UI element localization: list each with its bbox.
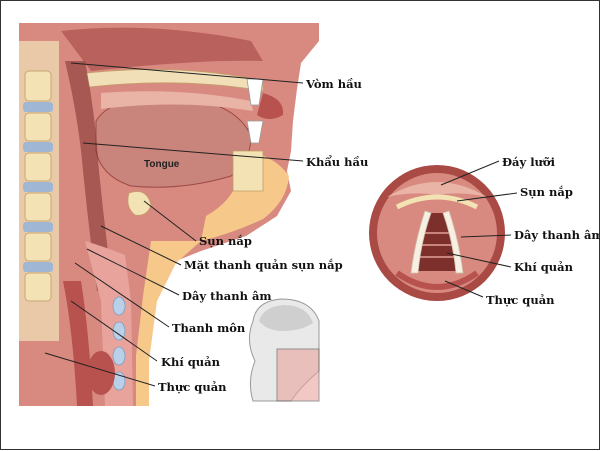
neck-fat [136,241,201,406]
label-larynx-epiglottis: Sụn nắp [520,185,573,199]
teeth [246,78,264,144]
thyroid [87,351,115,395]
vocal-cords-shape [410,210,464,274]
larynx-leader-lines [440,160,518,298]
sagittal-leader-lines [44,62,304,387]
head-inset [249,298,320,402]
label-esophagus: Thực quản [158,380,227,394]
sagittal-section [19,23,319,406]
label-epiglottis: Sụn nắp [199,234,252,248]
chin-fat [201,151,289,241]
label-tongue-base: Đáy lưỡi [502,155,555,169]
label-larynx-trachea: Khí quản [514,260,573,274]
larynx-view [369,165,505,301]
label-larynx-vocal-cords: Dây thanh âm [514,228,600,242]
inset-brain [259,305,313,331]
epiglottis-rim [395,194,479,210]
inner-trachea-rings [419,232,455,258]
epiglottis-shape [127,191,152,216]
label-larynx-esophagus: Thực quản [486,293,555,307]
label-glottis: Thanh môn [172,321,246,335]
tongue-label: Tongue [144,159,180,170]
label-oropharynx: Khẩu hầu [306,155,369,169]
intervertebral-discs [23,102,53,272]
label-trachea: Khí quản [161,355,220,369]
vertebrae [24,70,52,302]
label-nasopharynx: Vòm hầu [306,77,362,91]
oral-cavity [101,91,253,111]
pharynx [65,61,113,291]
arytenoid-fold [395,270,479,290]
esophagus-tube [63,281,93,406]
lips [257,93,284,119]
label-vocal-cords: Dây thanh âm [182,289,272,303]
tongue-base-shape [387,182,487,197]
inset-highlight-box [276,348,320,402]
label-laryngeal-surface: Mặt thanh quản sụn nắp [184,258,343,272]
mandible [232,150,264,192]
nasal-cavity [61,27,263,72]
